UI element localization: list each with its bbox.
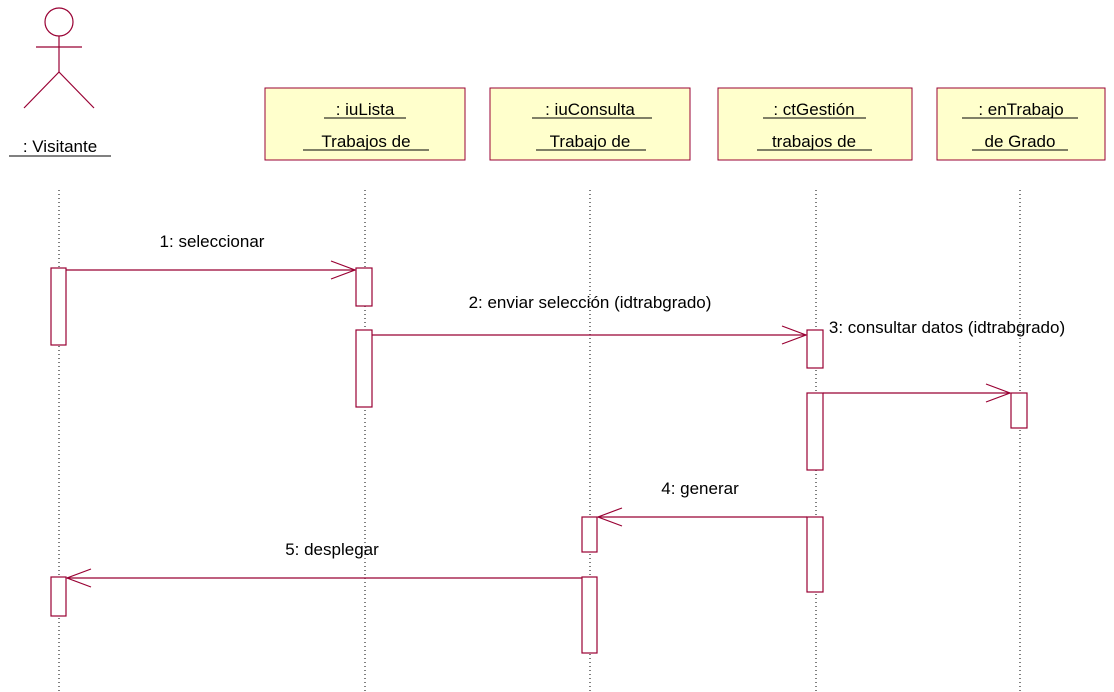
message-5[interactable]: 5: desplegar xyxy=(65,540,582,588)
activation-visitante-1 xyxy=(50,267,67,346)
activation-iulista-2 xyxy=(355,329,373,408)
object-box xyxy=(717,87,913,161)
message-1[interactable]: 1: seleccionar xyxy=(66,232,357,280)
arrowhead-right-icon xyxy=(330,260,357,280)
actor-visitante: : Visitante xyxy=(9,7,111,157)
message-label: 3: consultar datos (idtrabgrado) xyxy=(829,318,1065,337)
object-iuconsulta[interactable]: : iuConsulta Trabajo de xyxy=(489,87,691,161)
object-box xyxy=(264,87,466,161)
object-name-cont: trabajos de xyxy=(772,132,856,151)
object-name-cont: de Grado xyxy=(985,132,1056,151)
message-2[interactable]: 2: enviar selección (idtrabgrado) xyxy=(372,293,808,345)
object-name-cont: Trabajos de xyxy=(321,132,410,151)
message-label: 2: enviar selección (idtrabgrado) xyxy=(469,293,712,312)
activation-entrabajo-1 xyxy=(1010,392,1028,429)
activation-iuconsulta-2 xyxy=(581,576,598,654)
message-label: 4: generar xyxy=(661,479,739,498)
object-name: : enTrabajo xyxy=(978,100,1063,119)
object-name: : ctGestión xyxy=(773,100,854,119)
message-4[interactable]: 4: generar xyxy=(596,479,807,527)
actor-right-leg xyxy=(58,71,95,109)
activation-ctgestion-2 xyxy=(806,392,824,471)
arrowhead-right-icon xyxy=(985,383,1012,403)
activation-ctgestion-3 xyxy=(806,516,824,593)
object-box xyxy=(936,87,1106,161)
arrowhead-left-icon xyxy=(596,507,623,527)
actor-left-leg xyxy=(23,71,60,109)
object-name-cont: Trabajo de xyxy=(550,132,631,151)
message-3[interactable]: 3: consultar datos (idtrabgrado) xyxy=(823,318,1065,403)
actor-label: : Visitante xyxy=(23,137,97,156)
activation-ctgestion-1 xyxy=(806,329,824,369)
message-label: 1: seleccionar xyxy=(160,232,265,251)
object-iulista[interactable]: : iuLista Trabajos de xyxy=(264,87,466,161)
activation-iuconsulta-1 xyxy=(581,516,598,553)
message-label: 5: desplegar xyxy=(285,540,379,559)
arrowhead-left-icon xyxy=(65,568,92,588)
activation-visitante-2 xyxy=(50,576,67,617)
object-name: : iuLista xyxy=(336,100,395,119)
object-box xyxy=(489,87,691,161)
object-name: : iuConsulta xyxy=(545,100,635,119)
object-ctgestion[interactable]: : ctGestión trabajos de xyxy=(717,87,913,161)
arrowhead-right-icon xyxy=(781,325,808,345)
activation-iulista-1 xyxy=(355,267,373,307)
object-entrabajo[interactable]: : enTrabajo de Grado xyxy=(936,87,1106,161)
actor-head xyxy=(44,7,74,37)
